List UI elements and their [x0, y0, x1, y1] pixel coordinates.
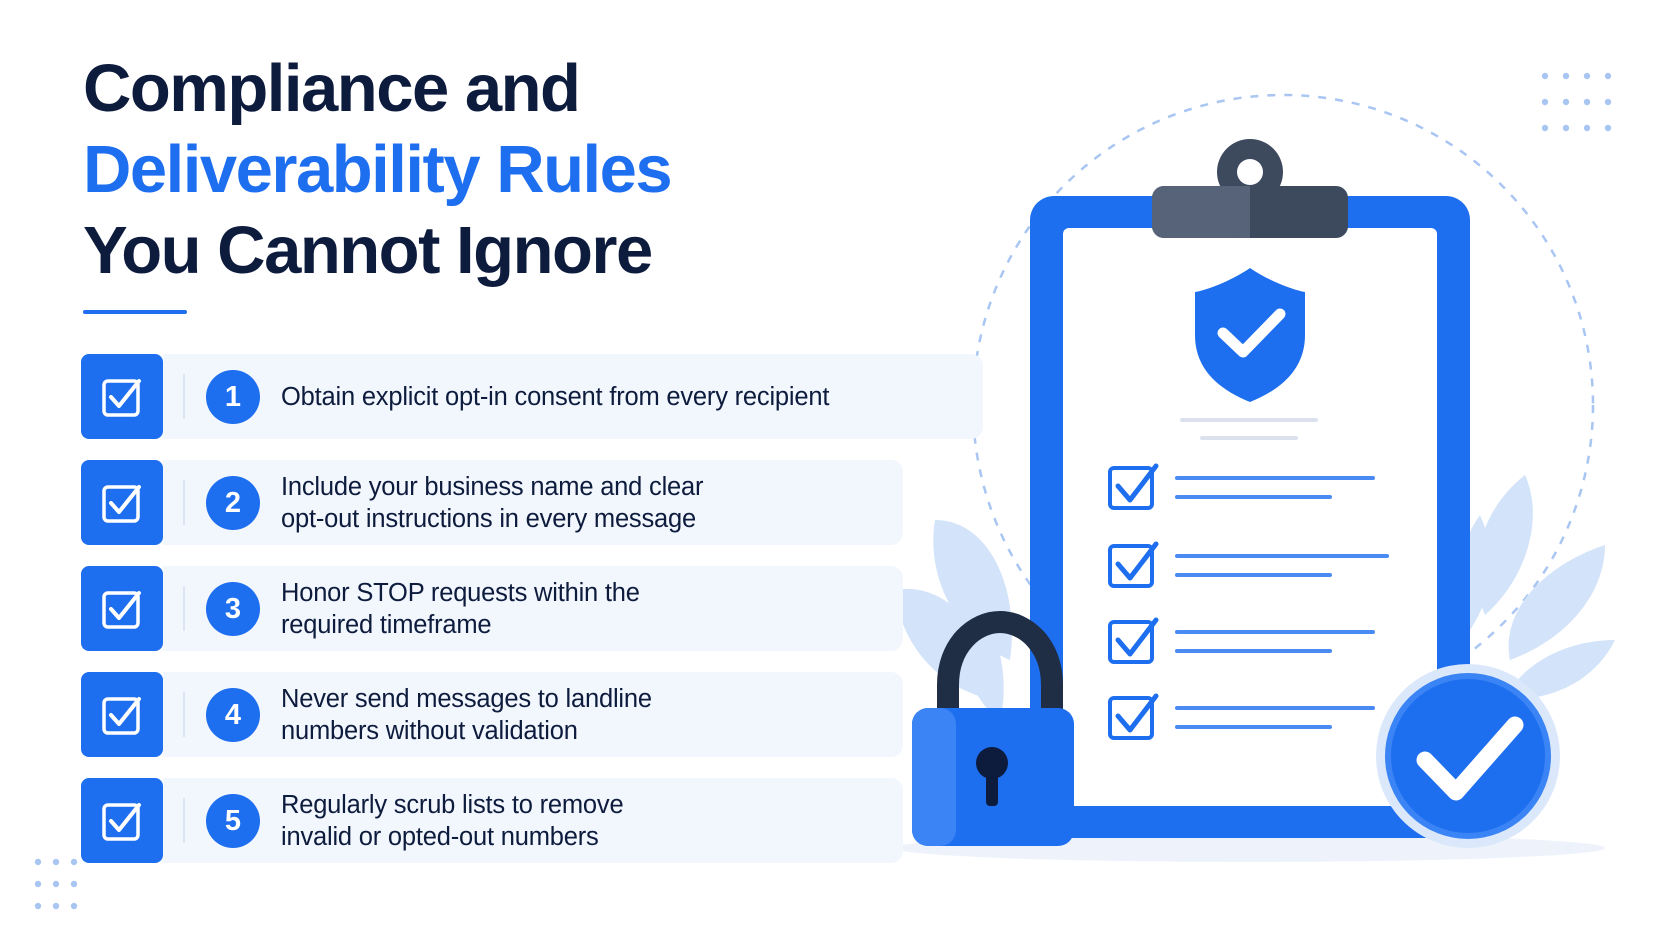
ground-shadow [895, 834, 1605, 862]
rule-item-4: 4 Never send messages to landline number… [81, 672, 981, 757]
checklist-item-2 [1108, 541, 1389, 588]
rule-panel [163, 778, 903, 863]
clipboard-icon [1030, 139, 1470, 838]
rule-panel [163, 672, 903, 757]
rule-divider [183, 374, 185, 419]
rule-divider [183, 480, 185, 525]
shield-check-icon [1180, 268, 1318, 440]
rule-text: Obtain explicit opt-in consent from ever… [281, 382, 830, 411]
checkbox-checked-icon [81, 354, 163, 439]
title-line-3: You Cannot Ignore [83, 213, 653, 288]
dot-grid-top-right [1541, 72, 1612, 132]
checkbox-checked-icon [81, 566, 163, 651]
rule-divider [183, 692, 185, 737]
checklist [1108, 463, 1389, 740]
checkbox-checked-icon [81, 460, 163, 545]
rule-panel [163, 354, 983, 439]
rule-text: Include your business name and clear opt… [281, 472, 704, 533]
page-title: Compliance and Deliverability Rules You … [83, 48, 673, 291]
checklist-item-1 [1108, 463, 1375, 510]
rule-divider [183, 798, 185, 843]
dot-grid-bottom-left [34, 858, 78, 910]
rule-divider [183, 586, 185, 631]
rule-text: Honor STOP requests within the required … [281, 578, 640, 639]
title-line-2: Deliverability Rules [83, 132, 673, 207]
rule-number-badge: 5 [206, 794, 260, 848]
rule-item-1: 1 Obtain explicit opt-in consent from ev… [81, 354, 983, 439]
padlock-icon [912, 610, 1074, 846]
checklist-item-3 [1108, 617, 1375, 664]
rule-number-badge: 4 [206, 688, 260, 742]
rule-item-3: 3 Honor STOP requests within the require… [81, 566, 981, 651]
rule-number-badge: 2 [206, 476, 260, 530]
rule-text: Never send messages to landline numbers … [281, 684, 652, 745]
rule-number-badge: 1 [206, 370, 260, 424]
checklist-item-4 [1108, 693, 1375, 740]
rule-item-5: 5 Regularly scrub lists to remove invali… [81, 778, 981, 863]
title-underline [83, 310, 187, 314]
rule-item-2: 2 Include your business name and clear o… [81, 460, 981, 545]
rule-number-badge: 3 [206, 582, 260, 636]
checkbox-checked-icon [81, 778, 163, 863]
rule-panel [163, 460, 903, 545]
check-badge-icon [1376, 664, 1560, 848]
rule-text: Regularly scrub lists to remove invalid … [281, 790, 624, 851]
title-line-1: Compliance and [83, 51, 581, 126]
rule-panel [163, 566, 903, 651]
checkbox-checked-icon [81, 672, 163, 757]
